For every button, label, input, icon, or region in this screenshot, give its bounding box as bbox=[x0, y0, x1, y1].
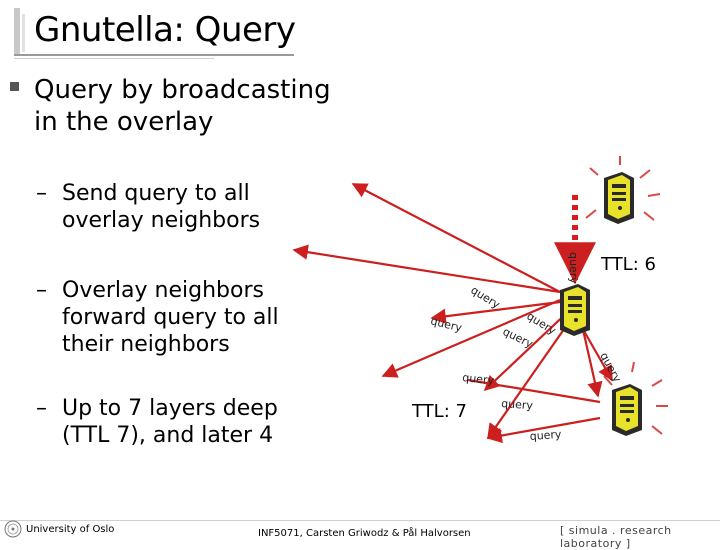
edge-bottom-peer-to-lower bbox=[486, 416, 601, 444]
title-bar: Gnutella: Query bbox=[0, 0, 720, 60]
label-query-2: query bbox=[429, 314, 463, 334]
footer-course: INF5071, Carsten Griwodz & Pål Halvorsen bbox=[258, 528, 471, 539]
label-query-5: query bbox=[597, 350, 624, 385]
edge-bottom-peer-to-left bbox=[467, 378, 601, 404]
footer-divider bbox=[0, 520, 720, 521]
footer-lab: [ simula . research laboratory ] bbox=[560, 524, 672, 550]
title-accent bbox=[14, 8, 20, 56]
label-query-4: query bbox=[501, 325, 536, 351]
square-bullet-icon bbox=[10, 82, 19, 91]
university-seal-icon bbox=[4, 520, 22, 538]
sub-bullet-1-text: Send query to all overlay neighbors bbox=[62, 181, 261, 233]
edge-to-lower-left bbox=[381, 298, 561, 378]
title-underline bbox=[14, 54, 294, 56]
glow-rays-top bbox=[585, 156, 661, 221]
title-accent-inner bbox=[22, 14, 25, 52]
label-query-7: query bbox=[501, 397, 534, 412]
dash-marker: – bbox=[36, 396, 47, 421]
dash-marker: – bbox=[36, 278, 47, 303]
slide-title: Gnutella: Query bbox=[34, 10, 296, 50]
edge-to-center-left bbox=[430, 300, 561, 324]
ttl-6-label: TTL: 6 bbox=[601, 254, 656, 275]
peer-top-icon bbox=[604, 172, 634, 224]
label-query-3: query bbox=[524, 310, 558, 338]
label-query-1: query bbox=[468, 284, 502, 312]
edge-to-mid-right bbox=[483, 307, 573, 392]
peer-bottom-icon bbox=[612, 384, 642, 436]
ttl-7-label: TTL: 7 bbox=[412, 401, 467, 422]
peer-center-icon bbox=[560, 284, 590, 336]
dash-marker: – bbox=[36, 181, 47, 206]
label-query-vertical: query bbox=[567, 252, 580, 284]
footer-university: University of Oslo bbox=[26, 524, 115, 535]
sub-bullet-2-text: Overlay neighbors forward query to all t… bbox=[62, 278, 279, 357]
edge-to-upper-left bbox=[351, 183, 561, 293]
edge-to-low-center bbox=[487, 311, 577, 440]
title-underline-secondary bbox=[14, 58, 214, 59]
edge-to-left bbox=[292, 244, 561, 294]
main-bullet-text: Query by broadcasting in the overlay bbox=[34, 75, 331, 137]
label-query-8: query bbox=[529, 428, 562, 443]
query-edges bbox=[292, 183, 613, 444]
label-query-6: query bbox=[462, 371, 495, 387]
sub-bullet-3-text: Up to 7 layers deep (TTL 7), and later 4 bbox=[62, 396, 278, 448]
